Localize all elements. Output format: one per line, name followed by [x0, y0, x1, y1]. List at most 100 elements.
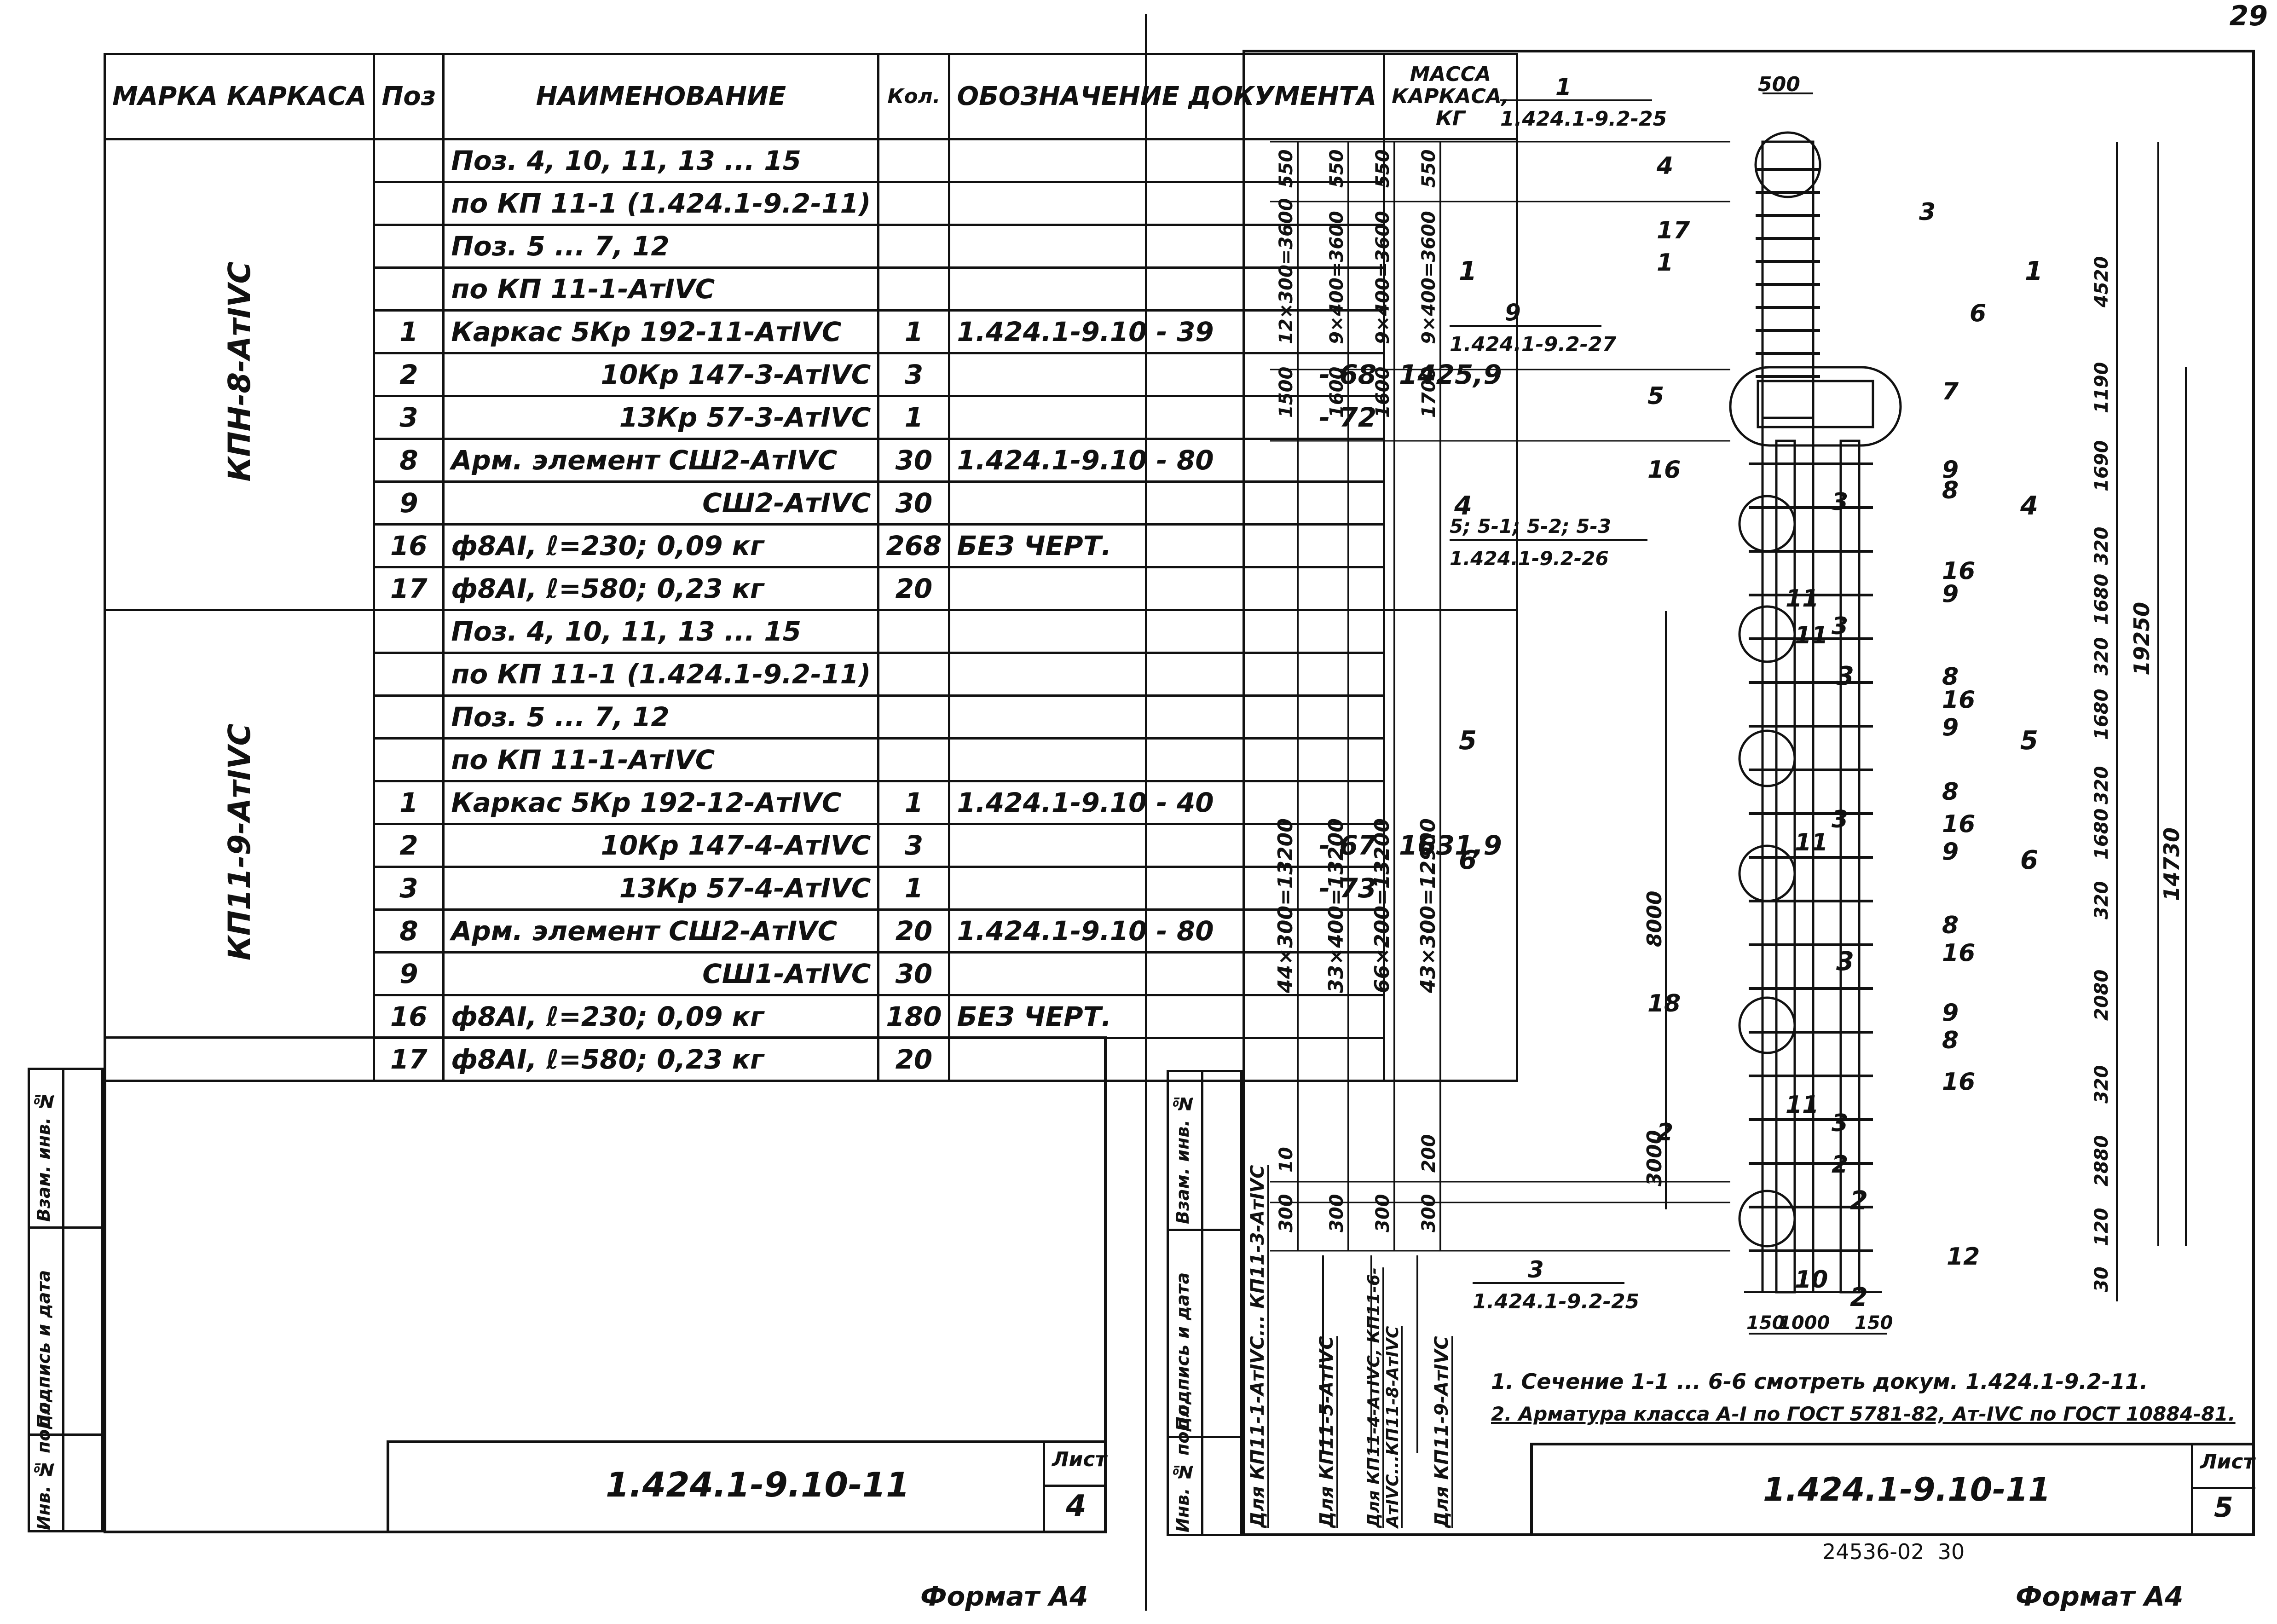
- right-dim-text: 1190: [2091, 362, 2112, 413]
- row-doc: [948, 652, 1386, 697]
- right-sheet-number: 5: [2214, 1491, 2233, 1524]
- dim-mid: 1700: [1418, 367, 1439, 418]
- position-label: 8: [1942, 778, 1959, 806]
- row-pos: [373, 694, 445, 740]
- dim-top2: 550: [1326, 150, 1347, 188]
- note-1: 1. Сечение 1-1 ... 6-6 смотреть докум. 1…: [1491, 1369, 2148, 1394]
- node-circle: [1738, 996, 1796, 1054]
- node-circle: [1738, 605, 1796, 663]
- node-circle: [1738, 1190, 1796, 1248]
- position-label: 11: [1786, 585, 1819, 613]
- row-qty: [877, 266, 951, 312]
- dim-long: 44×300=13200: [1274, 818, 1297, 994]
- position-label: 9: [1942, 838, 1959, 866]
- section-mark: 4: [2020, 491, 2038, 521]
- section-mark: 2: [1850, 1283, 1868, 1312]
- row-doc: - 68: [948, 352, 1386, 397]
- row-doc: 1.424.1-9.10 - 80: [948, 908, 1386, 954]
- row-qty: [877, 224, 951, 269]
- cage-mark: КП11-9-АтIVC: [103, 609, 376, 1082]
- row-pos: [373, 224, 445, 269]
- overall-dim-1: 19250: [2129, 602, 2154, 676]
- dim-top2: 550: [1418, 150, 1439, 188]
- row-doc: 1.424.1-9.10 - 80: [948, 438, 1386, 483]
- dim-mid: 1500: [1276, 367, 1297, 418]
- row-name: Поз. 5 ... 7, 12: [442, 694, 880, 740]
- row-qty: 1: [877, 866, 951, 911]
- row-pos: 17: [373, 1037, 445, 1082]
- section-mark: 2: [1850, 1186, 1868, 1216]
- col-qty-header: Кол.: [877, 53, 951, 140]
- left-sheet-number: 4: [1066, 1489, 1086, 1523]
- col-doc-header: ОБОЗНАЧЕНИЕ ДОКУМЕНТА: [948, 53, 1386, 140]
- spec-header-row: МАРКА КАРКАСА Поз НАИМЕНОВАНИЕ Кол. ОБОЗ…: [103, 53, 1518, 140]
- upper-column: [1761, 140, 1815, 419]
- row-qty: [877, 652, 951, 697]
- dim-long: 43×300=12900: [1416, 818, 1440, 994]
- column-label-2: Для КП11-5-АтIVC: [1316, 1336, 1337, 1528]
- row-pos: [373, 652, 445, 697]
- spec-row: Поз. 5 ... 7, 12: [105, 694, 1517, 740]
- position-label: 3: [1832, 488, 1848, 516]
- position-label: 8: [1942, 663, 1959, 691]
- row-name: Арм. элемент СШ2-АтIVC: [442, 908, 880, 954]
- row-doc: БЕЗ ЧЕРТ.: [948, 994, 1386, 1039]
- dim-long: 66×200=13200: [1370, 818, 1394, 993]
- spec-row: по КП 11-1 (1.424.1-9.2-11): [105, 181, 1517, 226]
- row-doc: - 67: [948, 823, 1386, 868]
- position-label: 9: [1942, 714, 1959, 741]
- row-pos: 9: [373, 480, 445, 526]
- cage-drawing: 55012×300=3600150044×300=13200300105509×…: [1270, 73, 2187, 1453]
- row-name: по КП 11-1 (1.424.1-9.2-11): [442, 181, 880, 226]
- right-dim-text: 320: [2091, 527, 2112, 566]
- inner-dim-2: 3000: [1643, 1130, 1666, 1186]
- stamp-replaced-inv-r: Взам. инв. №: [1173, 1093, 1193, 1224]
- row-qty: 180: [877, 994, 951, 1039]
- overall-dim-2: 14730: [2159, 827, 2184, 901]
- section-mark: 6: [1459, 845, 1477, 875]
- row-qty: 3: [877, 352, 951, 397]
- section-mark: 4: [1454, 491, 1472, 521]
- position-label: 9: [1942, 456, 1959, 484]
- row-name: ф8АI, ℓ=580; 0,23 кг: [442, 1037, 880, 1082]
- callout-sec-num: 5; 5-1; 5-2; 5-3: [1450, 515, 1611, 537]
- row-pos: [373, 609, 445, 654]
- row-name: Арм. элемент СШ2-АтIVC: [442, 438, 880, 483]
- right-dim-text: 320: [2091, 637, 2112, 676]
- inner-dim-1: 8000: [1643, 891, 1666, 947]
- callout-3-doc: 1.424.1-9.2-25: [1473, 1290, 1639, 1313]
- right-dim-text: 2880: [2091, 1135, 2112, 1186]
- left-side-stamp: Взам. инв. № Подпись и дата Инв. № подл.: [28, 1068, 104, 1532]
- right-title-block: 1.424.1-9.10-11 Лист 5: [1530, 1443, 2255, 1536]
- dim-bot2: 200: [1418, 1134, 1439, 1173]
- row-name: ф8АI, ℓ=230; 0,09 кг: [442, 994, 880, 1039]
- row-name: Поз. 4, 10, 11, 13 ... 15: [442, 609, 880, 654]
- row-pos: [373, 138, 445, 183]
- node-circle: [1738, 495, 1796, 553]
- head-oval: [1729, 366, 1902, 447]
- col-mass-header: МАССА КАРКАСА, КГ: [1383, 53, 1518, 140]
- column-label-3: Для КП11-4-АтIVC, КП11-6-АтIVC...КП11-8-…: [1364, 1267, 1402, 1528]
- row-qty: 20: [877, 908, 951, 954]
- note-2: 2. Арматура класса А-I по ГОСТ 5781-82, …: [1491, 1403, 2236, 1425]
- position-label: 10: [1795, 1266, 1828, 1294]
- left-sheet-label: Лист: [1052, 1448, 1107, 1471]
- left-doc-number: 1.424.1-9.10-11: [606, 1465, 910, 1505]
- row-name: СШ1-АтIVC: [442, 951, 880, 996]
- row-name: Поз. 4, 10, 11, 13 ... 15: [442, 138, 880, 183]
- section-mark: 6: [2020, 845, 2038, 875]
- right-side-stamp: Взам. инв. № Подпись и дата Инв. № подл.: [1167, 1070, 1243, 1536]
- dim-bot: 300: [1418, 1194, 1439, 1233]
- callout-9-num: 9: [1505, 299, 1521, 326]
- position-label: 16: [1647, 456, 1681, 484]
- col-name-header: НАИМЕНОВАНИЕ: [442, 53, 880, 140]
- stamp-orig-inv: Инв. № подл.: [34, 1395, 54, 1530]
- row-pos: 1: [373, 309, 445, 354]
- section-mark: 1: [2025, 256, 2043, 286]
- archive-number: 24536-02 30: [1822, 1539, 1965, 1564]
